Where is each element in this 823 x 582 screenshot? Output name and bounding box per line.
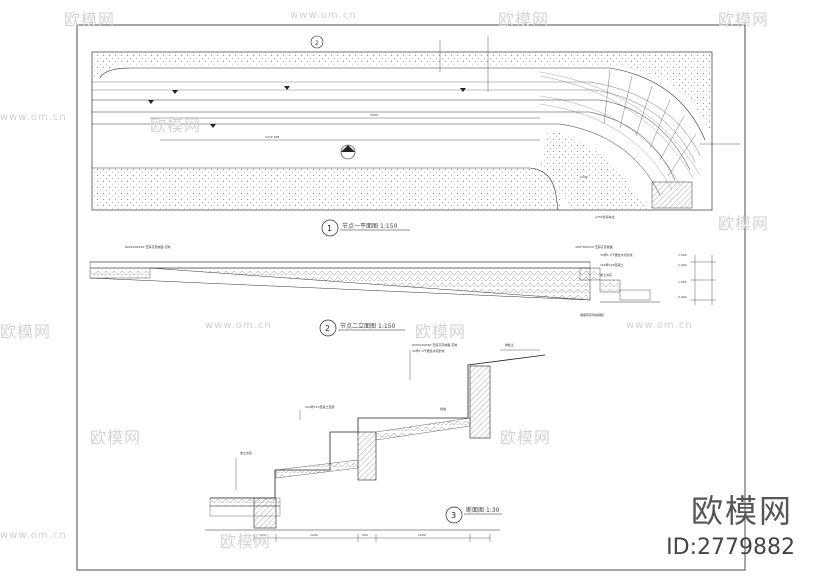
- base-paving: [209, 497, 281, 507]
- paving-arc-4: [539, 103, 673, 191]
- watermark-logo: 欧模网: [64, 10, 116, 29]
- section-view: 300 1200 300 1200 600X200X50 芝麻灰荔枝面 花岗 3…: [205, 342, 546, 542]
- section-dim-3: 300: [362, 533, 368, 537]
- elev-elev-4: 0.900: [678, 295, 687, 299]
- watermark-url: www.om.cn: [290, 10, 357, 21]
- watermark-logo: 欧模网: [718, 214, 770, 233]
- section-marker-top: [310, 35, 324, 49]
- elev-note-left: 600X200X50 芝麻灰荔枝面 花岗: [125, 244, 170, 249]
- plan-title-circle: [321, 219, 339, 237]
- section-note-4: 素土夯实: [240, 450, 252, 455]
- section-profile: [210, 354, 546, 499]
- watermark-logo: 欧模网: [415, 322, 467, 341]
- path-line-4: [92, 123, 661, 196]
- section-dim-1: 300: [260, 533, 266, 537]
- elev-title: 节点二立面图: [340, 322, 376, 330]
- plan-note-bottom: 1250宽停车位: [595, 214, 615, 219]
- plan-title-scale: 1:150: [380, 223, 397, 230]
- watermark-logo: 欧模网: [150, 116, 202, 135]
- section-title-number: 3: [451, 511, 456, 520]
- section-dim-2: 1200: [310, 533, 318, 537]
- planting-inner: [540, 130, 650, 210]
- brand-id: ID:2779882: [666, 535, 795, 560]
- section-marker-mid-fill: [341, 145, 355, 152]
- slope-upper: [375, 417, 471, 441]
- watermark-url: www.om.cn: [205, 320, 272, 331]
- planting-bottom: [92, 168, 560, 210]
- elev-paving: [89, 261, 591, 269]
- section-dims: [253, 534, 491, 542]
- section-leaders: [235, 349, 540, 490]
- elev-step-1: [579, 267, 601, 281]
- watermark-logo: 欧模网: [0, 322, 52, 341]
- section-title-scale: 1:30: [486, 507, 500, 514]
- plan-title-number: 1: [327, 224, 332, 233]
- corner-block: [651, 181, 693, 209]
- brand-name: 欧模网: [690, 492, 793, 530]
- plan-dim-right: 1440: [580, 175, 588, 179]
- section-note-1: 600X200X50 芝麻灰荔枝面 花岗: [412, 342, 457, 347]
- watermark-logo: 欧模网: [500, 428, 552, 447]
- elev-note-right: 300*300X30 芝麻灰荔枝面: [575, 244, 613, 249]
- elev-elev-1: 1.500: [678, 253, 687, 257]
- elev-base-wedge: [89, 267, 151, 279]
- plan-view: 3380 1772.328 1440 1250宽停车位 2 1 节点一平面图 1…: [91, 35, 740, 237]
- leader-lines: [439, 36, 740, 145]
- watermark-url: www.om.cn: [626, 320, 693, 331]
- elev-title-number: 2: [325, 324, 330, 333]
- section-note-5: 种植土: [505, 342, 514, 347]
- radial-ticks: [603, 69, 697, 177]
- elev-note-c: 素土夯实: [600, 272, 612, 277]
- section-note-6: 挡墙: [440, 406, 446, 411]
- wall-middle: [357, 431, 377, 481]
- section-title-circle: [445, 506, 463, 524]
- watermark-url: www.om.cn: [0, 530, 67, 541]
- section-note-3: 100厚C15混凝土垫层: [305, 404, 335, 409]
- base-slab: [209, 505, 281, 517]
- path-line-5: [92, 167, 559, 211]
- plan-dim-mid: 1772.328: [265, 135, 279, 139]
- elev-dims: [690, 255, 716, 305]
- elevation-view: 600X200X50 芝麻灰荔枝面 花岗 300*300X30 芝麻灰荔枝面 3…: [89, 244, 716, 337]
- elev-step-3: [619, 289, 651, 301]
- elev-elev-2: 1.200: [678, 263, 687, 267]
- paving-arc-1: [539, 71, 701, 176]
- wall-upper: [469, 365, 491, 439]
- section-title: 断面图: [466, 506, 484, 514]
- elev-step-2: [599, 279, 621, 293]
- elev-elev-3: 1.050: [678, 280, 687, 284]
- watermark-logo: 欧模网: [90, 428, 142, 447]
- elev-note-bottom: 保留原有场地铺装: [580, 312, 604, 317]
- elev-title-circle: [319, 319, 337, 337]
- plan-title: 节点一平面图: [342, 222, 378, 230]
- section-marker-top-label: 2: [315, 40, 319, 47]
- plan-dim-top: 3380: [370, 113, 378, 117]
- elev-bottom-line: [89, 277, 591, 301]
- watermark-url: www.om.cn: [0, 112, 67, 123]
- section-dim-4: 1200: [418, 533, 426, 537]
- planting-top: [92, 52, 712, 138]
- slope-lower: [275, 459, 359, 479]
- path-line-2: [92, 99, 691, 171]
- sheet-border: [76, 24, 746, 571]
- section-note-2: 30厚1:3干硬性水泥砂浆: [412, 348, 445, 353]
- elev-note-b: 150厚C20混凝土: [600, 262, 624, 267]
- watermark-logo: 欧模网: [498, 10, 550, 29]
- paving-arc-3: [539, 95, 681, 186]
- elev-gravel-wedge: [149, 267, 591, 301]
- level-markers: [148, 86, 466, 128]
- elev-note-a: 30厚1:3干硬性水泥砂浆: [600, 252, 633, 257]
- path-line-1: [99, 67, 706, 141]
- paving-arc-2: [539, 75, 694, 179]
- watermark-logo: 欧模网: [718, 10, 770, 29]
- elev-title-scale: 1:150: [378, 323, 395, 330]
- watermark-logo: 欧模网: [220, 532, 272, 551]
